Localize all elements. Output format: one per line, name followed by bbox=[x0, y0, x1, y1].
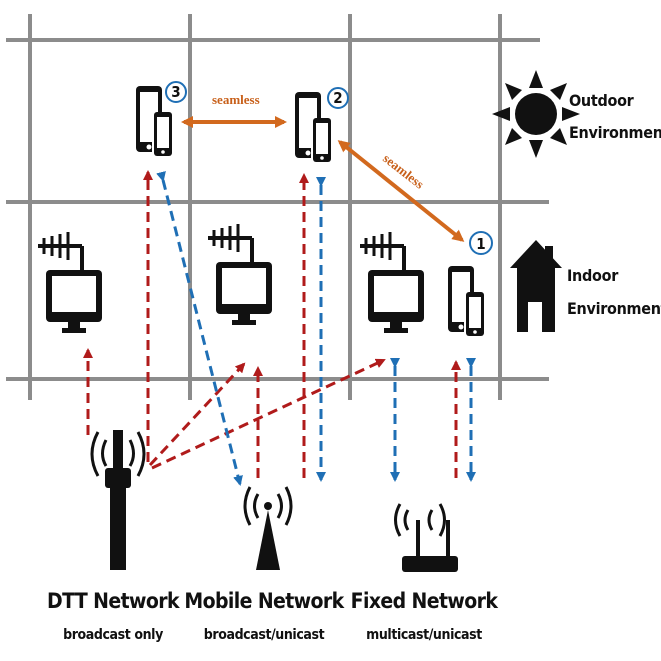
tv-antenna-icon-3 bbox=[358, 230, 426, 335]
seamless-label-3-2: seamless bbox=[212, 92, 260, 107]
dtt-arrow-tv3 bbox=[151, 358, 386, 470]
tv-antenna-icon-1 bbox=[36, 230, 104, 335]
smartphone-tablet-icon-1 bbox=[448, 266, 484, 336]
svg-text:Indoor: Indoor bbox=[567, 266, 619, 285]
indoor-environment-label: Indoor Environment bbox=[567, 266, 661, 318]
svg-text:Environment: Environment bbox=[567, 299, 661, 318]
svg-text:1: 1 bbox=[476, 235, 485, 253]
connection-arrows bbox=[83, 170, 476, 486]
outdoor-environment-label: Outdoor Environment bbox=[569, 91, 661, 142]
sun-icon bbox=[492, 70, 580, 158]
mobile-network-subtitle: broadcast/unicast bbox=[204, 627, 325, 643]
fixed-network-subtitle: multicast/unicast bbox=[366, 627, 482, 643]
svg-text:3: 3 bbox=[171, 83, 180, 101]
device-badge-1: 1 bbox=[469, 231, 493, 255]
dtt-network-subtitle: broadcast only bbox=[63, 627, 163, 643]
tv-antenna-icon-2 bbox=[206, 222, 274, 327]
mobile-network-title: Mobile Network bbox=[184, 589, 344, 613]
device-badge-3: 3 bbox=[165, 81, 187, 103]
unicast-dev3-mobile bbox=[156, 171, 243, 486]
seamless-arrows: seamless seamless bbox=[181, 92, 465, 242]
svg-text:Outdoor: Outdoor bbox=[569, 91, 635, 110]
smartphone-tablet-icon-2 bbox=[295, 92, 331, 162]
cell-tower-icon bbox=[243, 486, 293, 570]
fixed-network-title: Fixed Network bbox=[351, 589, 499, 613]
seamless-label-2-1: seamless bbox=[380, 151, 427, 192]
dtt-network-title: DTT Network bbox=[47, 589, 180, 613]
seamless-arrow-2-1 bbox=[337, 140, 465, 242]
svg-text:2: 2 bbox=[333, 89, 342, 107]
grid bbox=[6, 14, 549, 400]
house-icon bbox=[510, 240, 562, 332]
broadcast-tower-icon bbox=[90, 430, 146, 570]
svg-text:Environment: Environment bbox=[569, 123, 661, 142]
device-badge-2: 2 bbox=[327, 87, 349, 109]
router-icon bbox=[394, 503, 458, 572]
